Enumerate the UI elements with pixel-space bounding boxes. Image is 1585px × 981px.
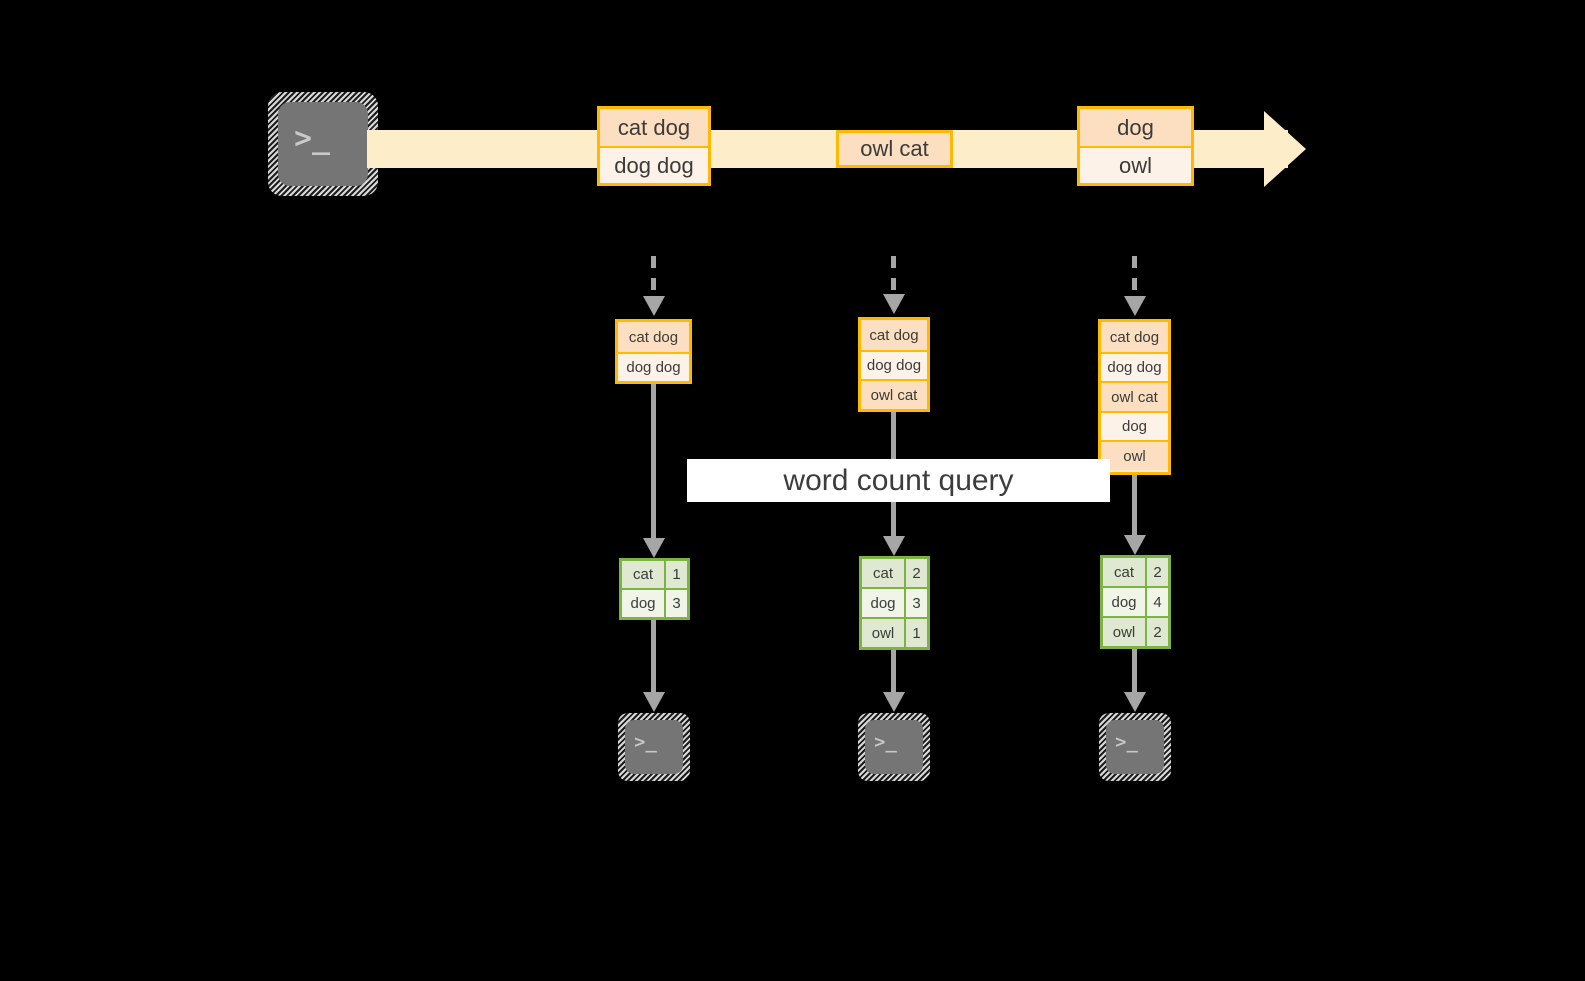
stream-event-group-2: owl cat xyxy=(836,130,953,168)
table-row: dog 3 xyxy=(862,587,927,617)
result-count: 2 xyxy=(1147,558,1168,586)
result-word: cat xyxy=(1103,558,1147,586)
stream-event-group-1: cat dog dog dog xyxy=(597,106,711,186)
snapshot-1-query-line xyxy=(651,384,656,541)
snapshot-1-sink-line xyxy=(651,620,656,695)
snapshot-3-sink-arrowhead xyxy=(1124,692,1146,712)
result-word: dog xyxy=(1103,588,1147,616)
result-count: 3 xyxy=(906,589,927,617)
snapshot-2-query-arrowhead xyxy=(883,536,905,556)
table-row: owl 1 xyxy=(862,617,927,647)
buffered-event: cat dog xyxy=(1101,322,1168,352)
snapshot-1-trigger-line xyxy=(651,256,656,298)
terminal-prompt-glyph: >_ xyxy=(294,121,331,156)
snapshot-3-query-line xyxy=(1132,475,1137,539)
result-word: owl xyxy=(1103,618,1147,646)
event-stream-arrowhead xyxy=(1264,111,1306,187)
stream-event: dog dog xyxy=(600,146,708,183)
snapshot-3-query-arrowhead xyxy=(1124,535,1146,555)
snapshot-2-sink-line xyxy=(891,650,896,695)
snapshot-2-trigger-arrowhead xyxy=(883,294,905,314)
table-row: cat 1 xyxy=(622,561,687,588)
table-row: owl 2 xyxy=(1103,616,1168,646)
snapshot-1-sink-arrowhead xyxy=(643,692,665,712)
buffered-event: owl cat xyxy=(861,379,927,409)
result-count: 1 xyxy=(906,619,927,647)
snapshot-3-trigger-arrowhead xyxy=(1124,296,1146,316)
stream-event: dog xyxy=(1080,109,1191,146)
snapshot-2-trigger-line xyxy=(891,256,896,298)
snapshot-1-result-table: cat 1 dog 3 xyxy=(619,558,690,620)
terminal-prompt-glyph: >_ xyxy=(1115,731,1138,753)
table-row: dog 4 xyxy=(1103,586,1168,616)
result-count: 4 xyxy=(1147,588,1168,616)
table-row: cat 2 xyxy=(1103,558,1168,586)
snapshot-1-trigger-arrowhead xyxy=(643,296,665,316)
snapshot-1-buffer: cat dog dog dog xyxy=(615,319,692,384)
stream-event: owl cat xyxy=(839,133,950,165)
buffered-event: dog dog xyxy=(1101,352,1168,381)
snapshot-3-trigger-line xyxy=(1132,256,1137,298)
result-count: 3 xyxy=(666,590,687,617)
snapshot-2-buffer: cat dog dog dog owl cat xyxy=(858,317,930,412)
buffered-event: cat dog xyxy=(618,322,689,352)
stream-event-group-3: dog owl xyxy=(1077,106,1194,186)
table-row: dog 3 xyxy=(622,588,687,617)
buffered-event: dog xyxy=(1101,411,1168,440)
snapshot-3-sink-terminal-icon: >_ xyxy=(1099,713,1171,781)
snapshot-2-result-table: cat 2 dog 3 owl 1 xyxy=(859,556,930,650)
stream-event: owl xyxy=(1080,146,1191,183)
stream-event: cat dog xyxy=(600,109,708,146)
source-terminal-icon: >_ xyxy=(268,92,378,196)
query-label: word count query xyxy=(687,459,1110,502)
terminal-body xyxy=(865,720,923,774)
result-word: cat xyxy=(622,561,666,588)
result-word: owl xyxy=(862,619,906,647)
buffered-event: dog dog xyxy=(618,352,689,381)
snapshot-2-sink-arrowhead xyxy=(883,692,905,712)
terminal-prompt-glyph: >_ xyxy=(874,731,897,753)
buffered-event: owl xyxy=(1101,440,1168,470)
buffered-event: owl cat xyxy=(1101,381,1168,411)
result-word: cat xyxy=(862,559,906,587)
result-count: 2 xyxy=(1147,618,1168,646)
terminal-body xyxy=(1106,720,1164,774)
buffered-event: dog dog xyxy=(861,350,927,379)
result-word: dog xyxy=(622,590,666,617)
result-count: 2 xyxy=(906,559,927,587)
result-word: dog xyxy=(862,589,906,617)
snapshot-3-buffer: cat dog dog dog owl cat dog owl xyxy=(1098,319,1171,475)
table-row: cat 2 xyxy=(862,559,927,587)
terminal-prompt-glyph: >_ xyxy=(634,731,657,753)
snapshot-2-sink-terminal-icon: >_ xyxy=(858,713,930,781)
snapshot-1-query-arrowhead xyxy=(643,538,665,558)
terminal-body xyxy=(625,720,683,774)
terminal-body xyxy=(278,102,368,186)
snapshot-3-sink-line xyxy=(1132,649,1137,695)
snapshot-1-sink-terminal-icon: >_ xyxy=(618,713,690,781)
buffered-event: cat dog xyxy=(861,320,927,350)
snapshot-3-result-table: cat 2 dog 4 owl 2 xyxy=(1100,555,1171,649)
result-count: 1 xyxy=(666,561,687,588)
